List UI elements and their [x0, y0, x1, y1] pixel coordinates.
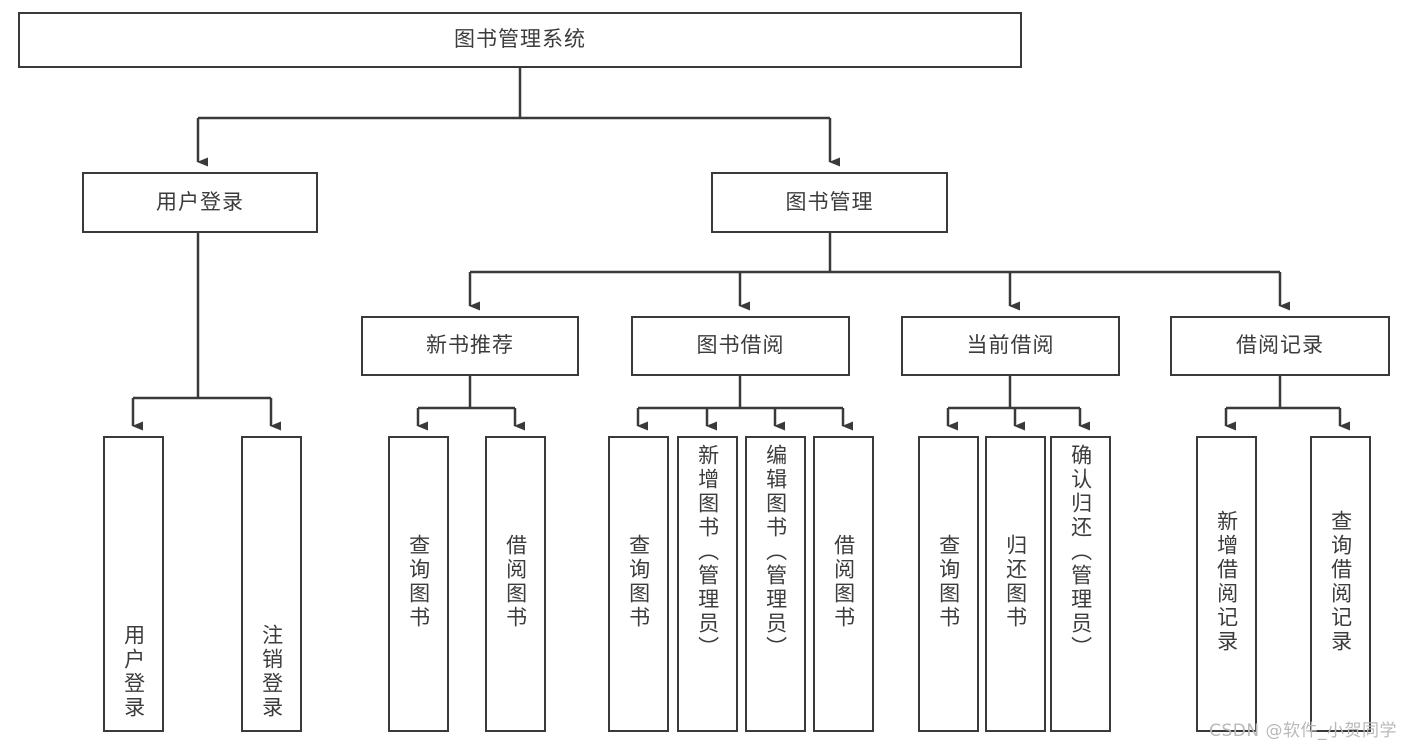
node-current-borrowing[interactable]: 当前借阅: [901, 316, 1120, 376]
leaf-user-login[interactable]: 用户登录: [103, 436, 164, 732]
node-root-system[interactable]: 图书管理系统: [18, 12, 1022, 68]
node-book-borrowing[interactable]: 图书借阅: [631, 316, 850, 376]
leaf-add-borrow-record[interactable]: 新增借阅记录: [1196, 436, 1257, 732]
leaf-query-borrow-record[interactable]: 查询借阅记录: [1310, 436, 1371, 732]
watermark-text: CSDN @软件_小贺同学: [1209, 721, 1397, 741]
leaf-add-book-admin[interactable]: 新增图书（管理员）: [677, 436, 738, 732]
node-user-login[interactable]: 用户登录: [82, 172, 318, 233]
leaf-borrow-books-nbr[interactable]: 借阅图书: [485, 436, 546, 732]
node-borrowing-record[interactable]: 借阅记录: [1170, 316, 1390, 376]
leaf-query-books-nbr[interactable]: 查询图书: [388, 436, 449, 732]
leaf-return-books[interactable]: 归还图书: [985, 436, 1046, 732]
node-book-management[interactable]: 图书管理: [711, 172, 948, 233]
leaf-edit-book-admin[interactable]: 编辑图书（管理员）: [745, 436, 806, 732]
leaf-borrow-books-bb[interactable]: 借阅图书: [813, 436, 874, 732]
leaf-logout[interactable]: 注销登录: [241, 436, 302, 732]
node-new-book-recommendation[interactable]: 新书推荐: [361, 316, 579, 376]
leaf-confirm-return-admin[interactable]: 确认归还（管理员）: [1050, 436, 1111, 732]
leaf-query-books-bb[interactable]: 查询图书: [608, 436, 669, 732]
leaf-query-books-cb[interactable]: 查询图书: [918, 436, 979, 732]
